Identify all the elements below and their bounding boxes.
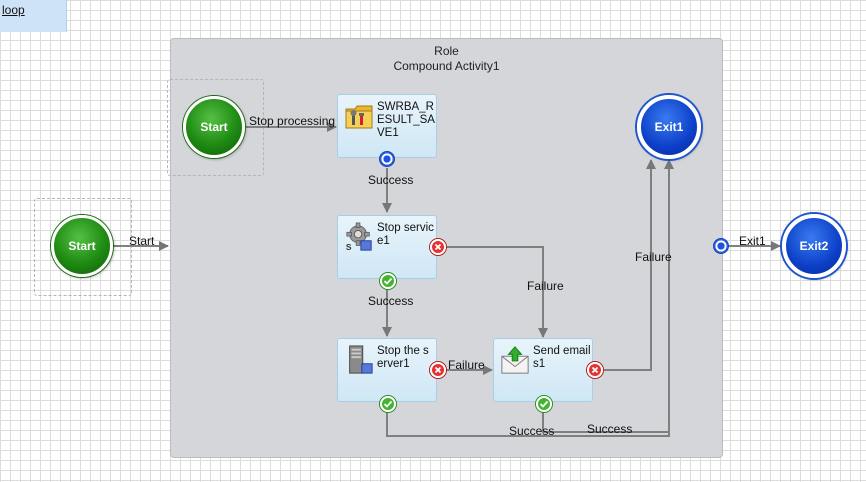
diagram-tab[interactable]: loop [0,0,67,32]
compound-role-label: Role [434,44,459,58]
exit2-label: Exit2 [799,239,829,253]
compound-exit-port[interactable] [713,238,729,254]
inner-start-label: Start [200,120,228,134]
send-emails-failure-port[interactable] [587,362,603,378]
outer-start-label: Start [68,239,96,253]
activity-stop-server[interactable]: Stop the server1 [337,338,437,402]
stop-server-failure-port[interactable] [430,362,446,378]
edge-label-success-1: Success [368,173,414,187]
send-emails-success-port[interactable] [536,396,552,412]
edge-failure-service [445,246,548,338]
stop-service-success-port[interactable] [380,273,396,289]
edge-label-success-2: Success [368,294,414,308]
edge-label-start: Start [129,234,155,248]
close-icon [434,366,442,374]
server-icon [349,345,373,374]
compound-title: Compound Activity1 [393,59,500,73]
edge-label-success-server: Success [509,424,555,438]
activity-swrba-label: SWRBA_RESULT_SAVE1 [377,101,435,139]
gear-service-icon: S [346,222,372,252]
edge-failure-email [603,159,656,371]
edge-success-server [386,159,674,437]
inner-start-node[interactable]: Start [183,96,245,158]
close-icon [434,243,442,251]
edge-label-stop-processing: Stop processing [249,114,336,128]
check-icon [539,400,549,408]
check-icon [383,277,393,285]
activity-stop-service-label: Stop service1 [377,222,434,247]
folder-tools-icon [345,105,373,129]
outer-start-node[interactable]: Start [51,215,113,277]
exit1-node[interactable]: Exit1 [637,95,701,159]
edge-label-failure-server: Failure [448,358,485,372]
close-icon [591,366,599,374]
edge-label-failure-email: Failure [635,250,672,264]
edge-label-success-email: Success [587,422,633,436]
edge-label-failure-service: Failure [527,279,564,293]
stop-service-failure-port[interactable] [430,239,446,255]
svg-text:S: S [346,242,352,252]
exit1-label: Exit1 [654,120,684,134]
diagram-tab-label[interactable]: loop [2,3,25,17]
activity-swrba-result-save[interactable]: SWRBA_RESULT_SAVE1 [337,94,437,158]
activity-send-emails[interactable]: Send emails1 [493,338,593,402]
edge-label-exit1: Exit1 [739,234,766,248]
envelope-send-icon [501,346,529,374]
check-icon [383,400,393,408]
edge-success-email [542,412,669,433]
activity-stop-service[interactable]: S Stop service1 [337,215,437,279]
stop-server-success-port[interactable] [380,396,396,412]
activity-stop-server-label: Stop the server1 [377,345,429,370]
exit2-node[interactable]: Exit2 [782,214,846,278]
swrba-output-port[interactable] [379,151,395,167]
activity-send-emails-label: Send emails1 [533,345,591,370]
